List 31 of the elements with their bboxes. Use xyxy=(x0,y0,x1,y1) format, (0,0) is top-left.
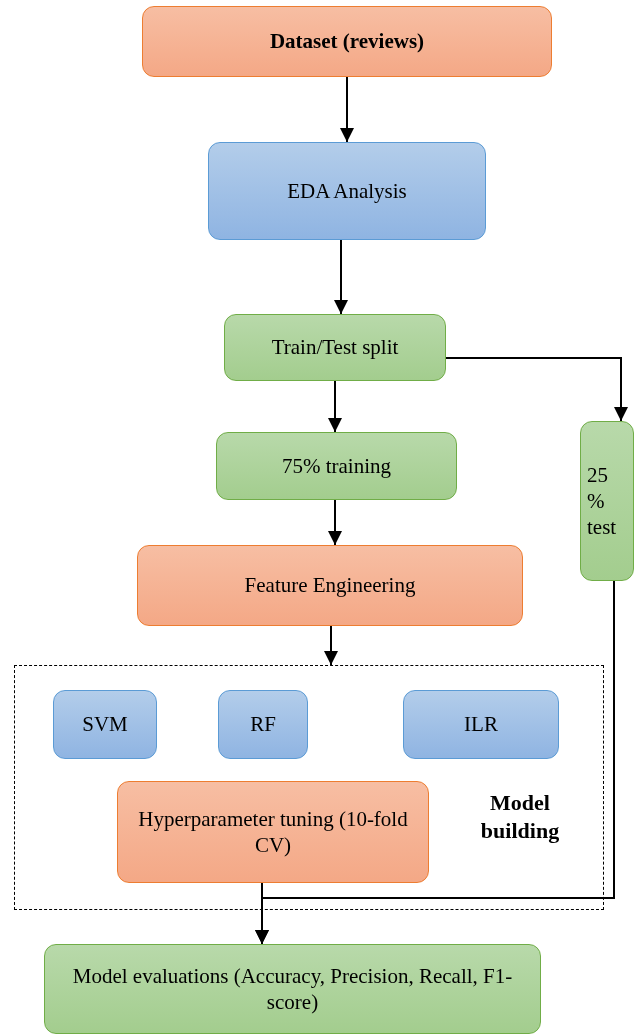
arrow xyxy=(340,76,354,143)
arrow xyxy=(328,499,342,546)
process-box xyxy=(53,690,157,759)
box-label: Train/Test split xyxy=(271,334,399,361)
dashed-group-box xyxy=(14,665,604,910)
box-label: RF xyxy=(250,711,276,738)
process-box xyxy=(208,142,486,240)
arrow xyxy=(255,580,615,945)
process-box xyxy=(403,690,559,759)
process-box xyxy=(216,432,457,500)
box-label: Hyperparameter tuning (10-fold CV) xyxy=(137,805,409,859)
box-label: 25 % test xyxy=(587,461,618,541)
process-box xyxy=(580,421,634,581)
process-box xyxy=(117,781,429,883)
box-label: Model evaluations (Accuracy, Precision, Recall, F1-score) xyxy=(71,962,514,1016)
box-label: EDA Analysis xyxy=(287,177,407,205)
box-label: 75% training xyxy=(281,452,392,480)
arrow xyxy=(445,357,628,422)
process-box xyxy=(142,6,552,77)
group-heading: Model building xyxy=(479,789,561,844)
box-label: Dataset (reviews) xyxy=(269,28,425,55)
process-box xyxy=(137,545,523,626)
box-label: Feature Engineering xyxy=(244,572,416,599)
process-box xyxy=(44,944,541,1034)
arrow xyxy=(334,239,348,315)
arrow xyxy=(324,625,338,666)
box-label: SVM xyxy=(82,711,128,738)
box-label: ILR xyxy=(464,711,498,738)
process-box xyxy=(218,690,308,759)
process-box xyxy=(224,314,446,381)
arrow xyxy=(328,380,342,433)
